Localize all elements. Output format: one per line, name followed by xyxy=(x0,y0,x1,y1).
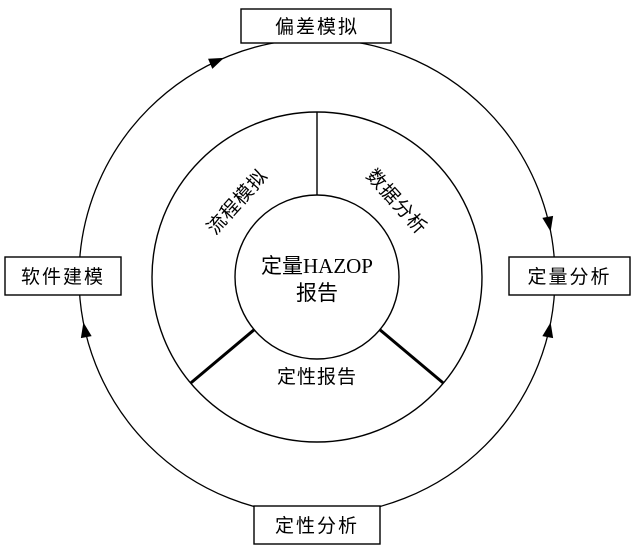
divider-bottom-right xyxy=(378,328,445,385)
node-software-modeling: 软件建模 xyxy=(4,256,122,296)
node-software-modeling-label: 软件建模 xyxy=(21,266,105,288)
node-software-modeling-box xyxy=(4,256,122,296)
node-qualitative-analysis-box xyxy=(253,505,381,545)
segment-label-qualitative-report: 定性报告 xyxy=(277,366,357,388)
node-deviation-simulation-box xyxy=(240,8,392,44)
node-deviation-simulation: 偏差模拟 xyxy=(240,8,392,44)
node-deviation-simulation-label: 偏差模拟 xyxy=(275,16,359,38)
node-qualitative-analysis-label: 定性分析 xyxy=(275,515,359,537)
arrow-to-quantitative-analysis-lower-icon xyxy=(542,322,554,339)
node-quantitative-analysis-label: 定量分析 xyxy=(527,266,611,288)
node-quantitative-analysis: 定量分析 xyxy=(508,256,631,296)
arrow-to-deviation-simulation-icon xyxy=(208,57,224,69)
arrow-to-software-modeling-icon xyxy=(80,322,92,339)
node-quantitative-analysis-box xyxy=(508,256,631,296)
divider-bottom-left xyxy=(189,328,256,385)
arrow-to-quantitative-analysis-upper-icon xyxy=(542,215,554,232)
center-title-line2: 报告 xyxy=(296,281,338,305)
center-title-line1: 定量HAZOP xyxy=(261,254,373,278)
node-qualitative-analysis: 定性分析 xyxy=(253,505,381,545)
